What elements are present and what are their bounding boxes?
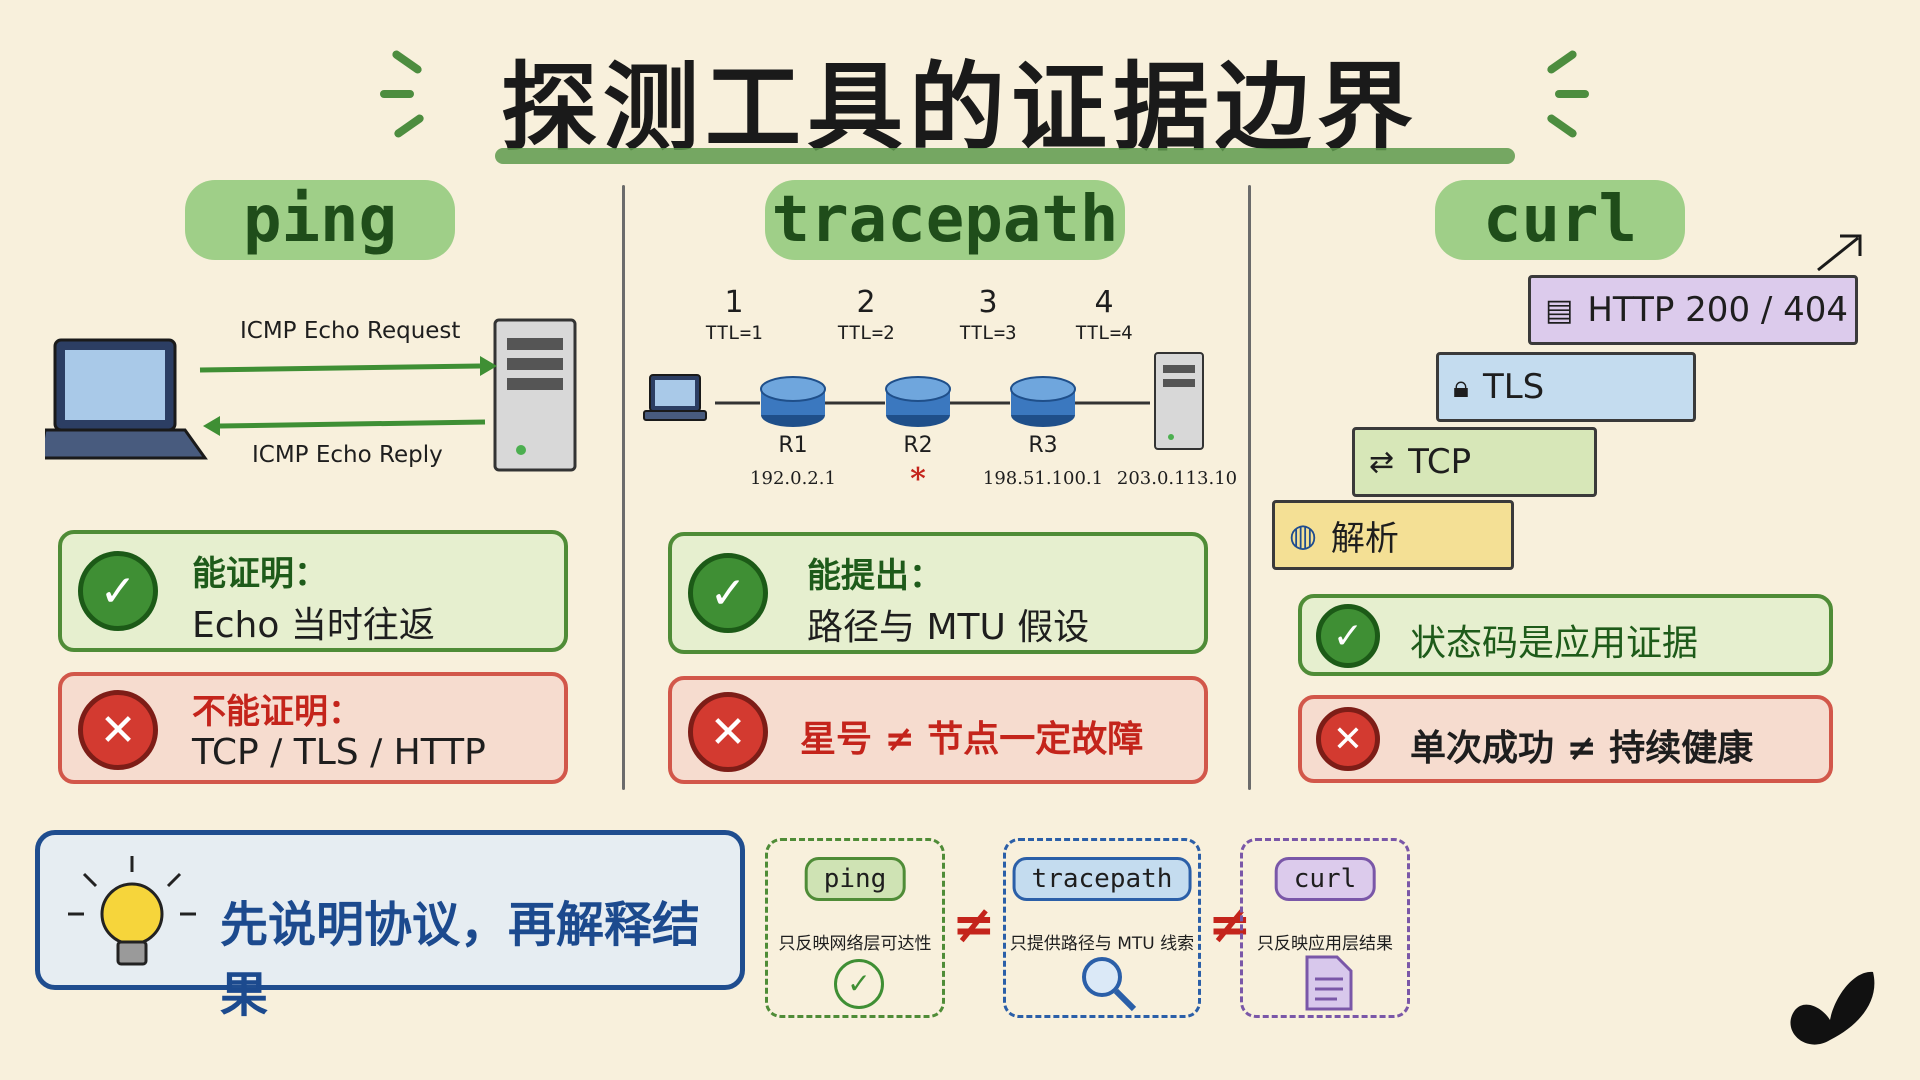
router-ip-unknown: * bbox=[910, 462, 926, 497]
tracepath-header: tracepath bbox=[765, 180, 1125, 260]
page-title: 探测工具的证据边界 bbox=[501, 52, 1419, 164]
title-underline bbox=[495, 148, 1515, 164]
server-icon bbox=[1154, 352, 1204, 450]
ping-cannot-text: TCP / TLS / HTTP bbox=[192, 732, 486, 773]
column-divider bbox=[1248, 185, 1251, 790]
cross-icon: ✕ bbox=[688, 692, 768, 772]
scope-box-ping: ping 只反映网络层可达性 ✓ bbox=[765, 838, 945, 1018]
ping-header: ping bbox=[185, 180, 455, 260]
cross-icon: ✕ bbox=[1316, 707, 1380, 771]
tracepath-can-title: 能提出： bbox=[807, 556, 943, 596]
scope-desc: 只反映应用层结果 bbox=[1257, 934, 1393, 954]
router-label: R2 bbox=[903, 433, 933, 458]
handshake-icon: ⇄ bbox=[1369, 444, 1395, 480]
spark-decoration bbox=[1555, 90, 1589, 98]
document-icon bbox=[1305, 955, 1353, 1011]
globe-icon: ◍ bbox=[1289, 516, 1317, 554]
tracepath-diagram bbox=[643, 352, 1204, 450]
layer-label: 解析 bbox=[1330, 518, 1399, 559]
hop-ttl: TTL=4 bbox=[1075, 322, 1133, 344]
router-icon bbox=[885, 376, 951, 427]
layer-tls: 🔒︎ TLS bbox=[1436, 352, 1696, 422]
tip-box: 先说明协议，再解释结果 bbox=[35, 830, 745, 1023]
laptop-icon bbox=[45, 338, 208, 460]
column-divider bbox=[622, 185, 625, 790]
check-icon: ✓ bbox=[834, 959, 884, 1009]
check-icon: ✓ bbox=[1316, 604, 1380, 668]
layer-label: TCP bbox=[1408, 442, 1472, 482]
scope-pill: curl bbox=[1274, 857, 1376, 901]
hop-number: 1 bbox=[724, 285, 744, 320]
hop-ttl: TTL=2 bbox=[837, 322, 895, 344]
magnifier-icon bbox=[1082, 957, 1137, 1012]
ping-diagram bbox=[45, 318, 577, 472]
tracepath-cannot-text: 星号 ≠ 节点一定故障 bbox=[800, 719, 1144, 760]
spark-decoration bbox=[380, 90, 414, 98]
curl-cannot-text: 单次成功 ≠ 持续健康 bbox=[1410, 728, 1754, 769]
curl-can-text: 状态码是应用证据 bbox=[1410, 623, 1699, 664]
hop-ttl: TTL=3 bbox=[959, 322, 1017, 344]
hop-number: 2 bbox=[856, 285, 876, 320]
router-label: R3 bbox=[1028, 433, 1058, 458]
ping-can-title: 能证明： bbox=[192, 554, 328, 594]
layer-resolve: ◍ 解析 bbox=[1272, 500, 1514, 570]
icmp-request-label: ICMP Echo Request bbox=[240, 318, 461, 344]
ping-cannot-title: 不能证明： bbox=[192, 692, 362, 732]
browser-window-icon: ▤ bbox=[1545, 292, 1574, 328]
hop-number: 4 bbox=[1094, 285, 1114, 320]
check-icon: ✓ bbox=[78, 551, 158, 631]
curl-cannot-box: ✕ 单次成功 ≠ 持续健康 bbox=[1298, 695, 1833, 783]
router-ip: 192.0.2.1 bbox=[750, 468, 836, 489]
ping-can-box: ✓ 能证明： Echo 当时往返 bbox=[58, 530, 568, 652]
tracepath-can-box: ✓ 能提出： 路径与 MTU 假设 bbox=[668, 532, 1208, 654]
layer-http: ▤ HTTP 200 / 404 bbox=[1528, 275, 1858, 345]
cross-icon: ✕ bbox=[78, 690, 158, 770]
scope-desc: 只提供路径与 MTU 线索 bbox=[1009, 934, 1195, 954]
tip-text: 先说明协议，再解释结果 bbox=[220, 897, 701, 1023]
layer-label: TLS bbox=[1482, 367, 1545, 407]
ping-cannot-box: ✕ 不能证明： TCP / TLS / HTTP bbox=[58, 672, 568, 784]
destination-ip: 203.0.113.10 bbox=[1116, 468, 1238, 489]
lightbulb-icon bbox=[68, 856, 196, 966]
curl-header: curl bbox=[1435, 180, 1685, 260]
layer-label: HTTP 200 / 404 bbox=[1587, 290, 1849, 330]
butterfly-logo-icon bbox=[1790, 971, 1875, 1045]
hop-number: 3 bbox=[978, 285, 998, 320]
lock-icon: 🔒︎ bbox=[1453, 369, 1469, 405]
not-equal-symbol: ≠ bbox=[1208, 895, 1252, 955]
curl-can-box: ✓ 状态码是应用证据 bbox=[1298, 594, 1833, 676]
scope-pill: ping bbox=[804, 857, 906, 901]
router-icon bbox=[760, 376, 826, 427]
tracepath-cannot-box: ✕ 星号 ≠ 节点一定故障 bbox=[668, 676, 1208, 784]
icmp-reply-label: ICMP Echo Reply bbox=[252, 442, 443, 468]
tracepath-can-text: 路径与 MTU 假设 bbox=[807, 607, 1090, 648]
laptop-icon bbox=[643, 374, 707, 421]
not-equal-symbol: ≠ bbox=[952, 895, 996, 955]
scope-box-tracepath: tracepath 只提供路径与 MTU 线索 bbox=[1003, 838, 1201, 1018]
scope-box-curl: curl 只反映应用层结果 bbox=[1240, 838, 1410, 1018]
router-label: R1 bbox=[778, 433, 808, 458]
scope-desc: 只反映网络层可达性 bbox=[778, 934, 932, 954]
hop-ttl: TTL=1 bbox=[705, 322, 763, 344]
check-icon: ✓ bbox=[688, 553, 768, 633]
server-icon bbox=[493, 318, 577, 472]
layer-tcp: ⇄ TCP bbox=[1352, 427, 1597, 497]
router-icon bbox=[1010, 376, 1076, 427]
router-ip: 198.51.100.1 bbox=[982, 468, 1104, 489]
arrow-up-right-icon bbox=[1817, 234, 1862, 272]
ping-can-text: Echo 当时往返 bbox=[192, 605, 435, 646]
scope-pill: tracepath bbox=[1012, 857, 1192, 901]
